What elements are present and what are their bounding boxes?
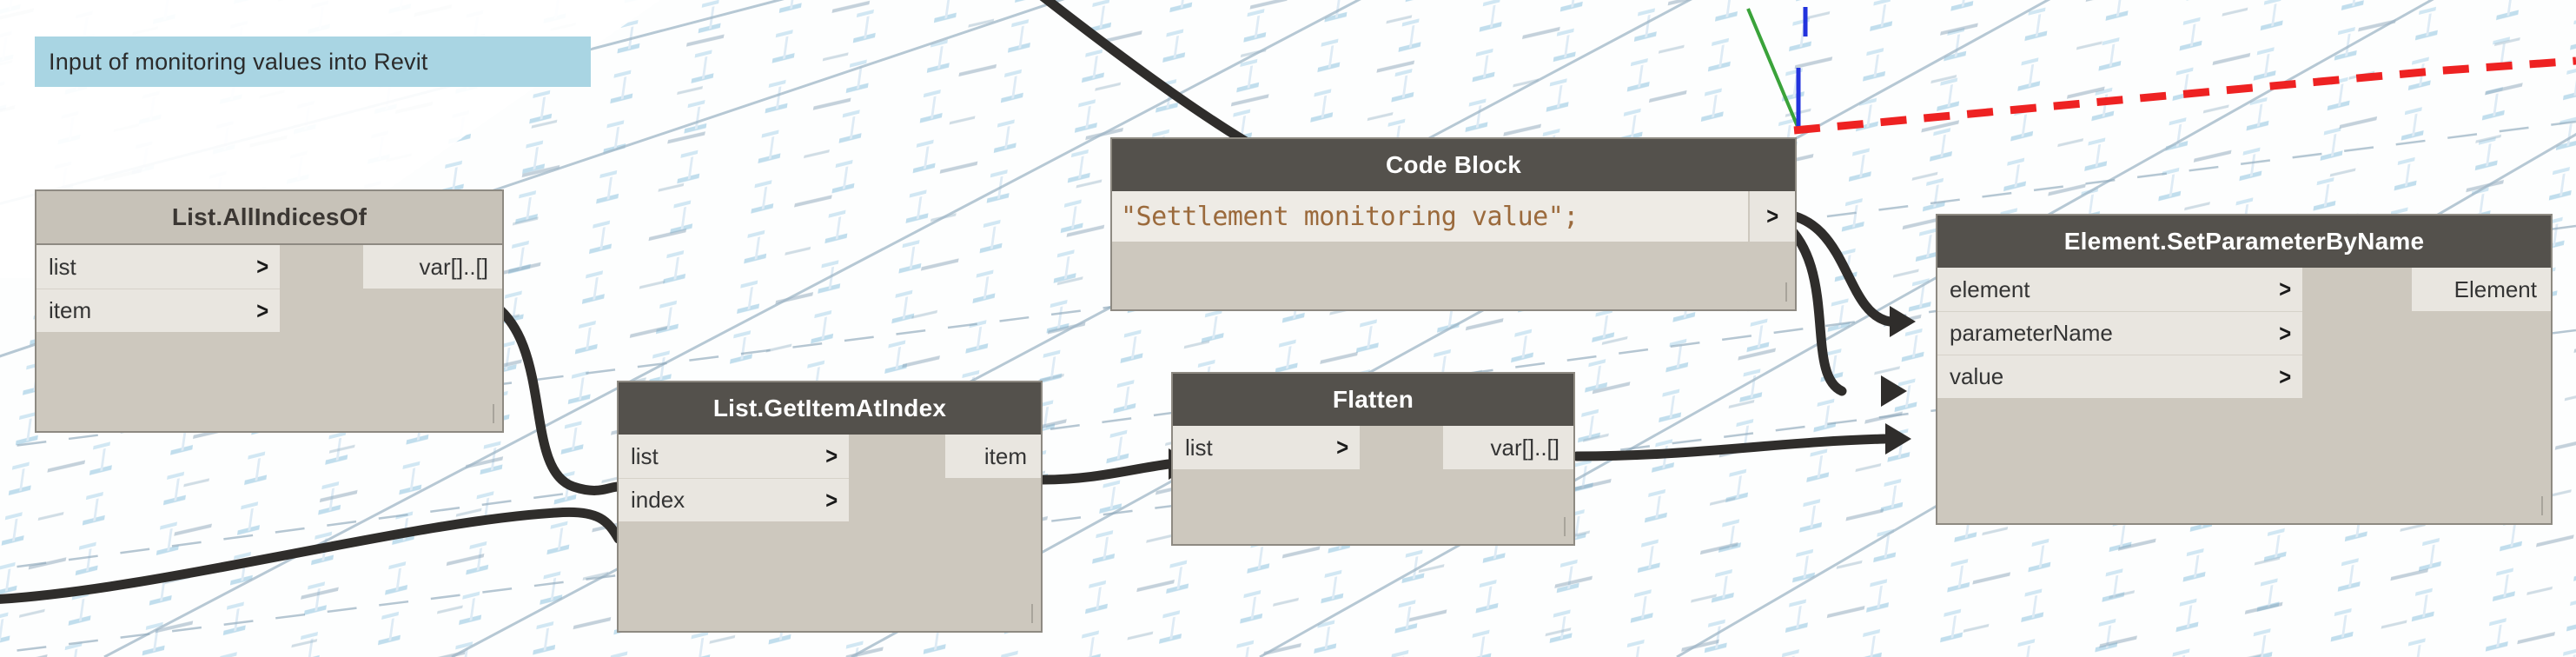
output-port-codeblock[interactable]: > — [1748, 191, 1795, 242]
output-label-item: item — [983, 442, 1027, 469]
input-port-element[interactable]: element > — [1937, 268, 2302, 311]
resize-grip[interactable] — [2541, 496, 2543, 515]
input-port-index[interactable]: index > — [619, 478, 849, 521]
output-port-var[interactable]: var[]..[] — [363, 245, 502, 289]
resize-grip[interactable] — [1785, 282, 1787, 302]
chevron-right-icon: > — [1766, 202, 1778, 229]
chevron-right-icon: > — [824, 442, 838, 469]
chevron-right-icon: > — [2278, 362, 2291, 390]
view-axis-indicator — [1746, 7, 1808, 130]
note-text: Input of monitoring values into Revit — [49, 48, 428, 75]
resize-grip[interactable] — [1564, 517, 1566, 536]
output-label-element: Element — [2453, 275, 2537, 302]
chevron-right-icon: > — [1335, 434, 1348, 461]
input-label-value: value — [1950, 363, 2004, 389]
output-port-item[interactable]: item — [945, 435, 1041, 478]
code-block-text[interactable]: "Settlement monitoring value"; — [1121, 201, 1579, 232]
node-flatten[interactable]: Flatten list > var[]..[] — [1171, 372, 1575, 546]
node-element-setparameterbyname[interactable]: Element.SetParameterByName element > par… — [1936, 214, 2553, 525]
input-label-element: element — [1950, 275, 2030, 302]
input-label-list: list — [49, 253, 76, 280]
chevron-right-icon: > — [255, 296, 268, 324]
output-port-var[interactable]: var[]..[] — [1443, 426, 1573, 469]
input-port-list[interactable]: list > — [36, 245, 280, 289]
input-port-parametername[interactable]: parameterName > — [1937, 311, 2302, 355]
node-title-list-allindicesof: List.AllIndicesOf — [36, 191, 502, 245]
input-port-item[interactable]: item > — [36, 289, 280, 332]
resize-grip[interactable] — [493, 404, 494, 423]
input-label-list: list — [1185, 434, 1213, 461]
output-label-var: var[]..[] — [419, 253, 488, 280]
chevron-right-icon: > — [824, 486, 838, 514]
node-list-allindicesof[interactable]: List.AllIndicesOf list > item > var[]..[… — [35, 189, 504, 433]
input-label-parametername: parameterName — [1950, 320, 2113, 346]
input-label-index: index — [631, 487, 685, 513]
input-label-item: item — [49, 297, 92, 323]
input-label-list: list — [631, 442, 659, 469]
chevron-right-icon: > — [255, 253, 268, 280]
node-title-flatten: Flatten — [1173, 374, 1573, 426]
code-editor-row[interactable]: "Settlement monitoring value"; > — [1112, 191, 1795, 242]
section-line — [1793, 56, 2576, 135]
chevron-right-icon: > — [2278, 319, 2291, 347]
resize-grip[interactable] — [1031, 604, 1033, 623]
node-title-element-setparameterbyname: Element.SetParameterByName — [1937, 216, 2551, 268]
node-list-getitematindex[interactable]: List.GetItemAtIndex list > index > item — [617, 381, 1043, 633]
output-port-element[interactable]: Element — [2412, 268, 2551, 311]
input-port-value[interactable]: value > — [1937, 355, 2302, 398]
input-port-list[interactable]: list > — [619, 435, 849, 478]
output-label-var: var[]..[] — [1490, 434, 1560, 461]
chevron-right-icon: > — [2278, 275, 2291, 302]
note-annotation[interactable]: Input of monitoring values into Revit — [35, 36, 591, 87]
node-title-list-getitematindex: List.GetItemAtIndex — [619, 382, 1041, 435]
input-port-list[interactable]: list > — [1173, 426, 1360, 469]
node-title-code-block: Code Block — [1112, 139, 1795, 191]
node-code-block[interactable]: Code Block "Settlement monitoring value"… — [1110, 137, 1797, 311]
